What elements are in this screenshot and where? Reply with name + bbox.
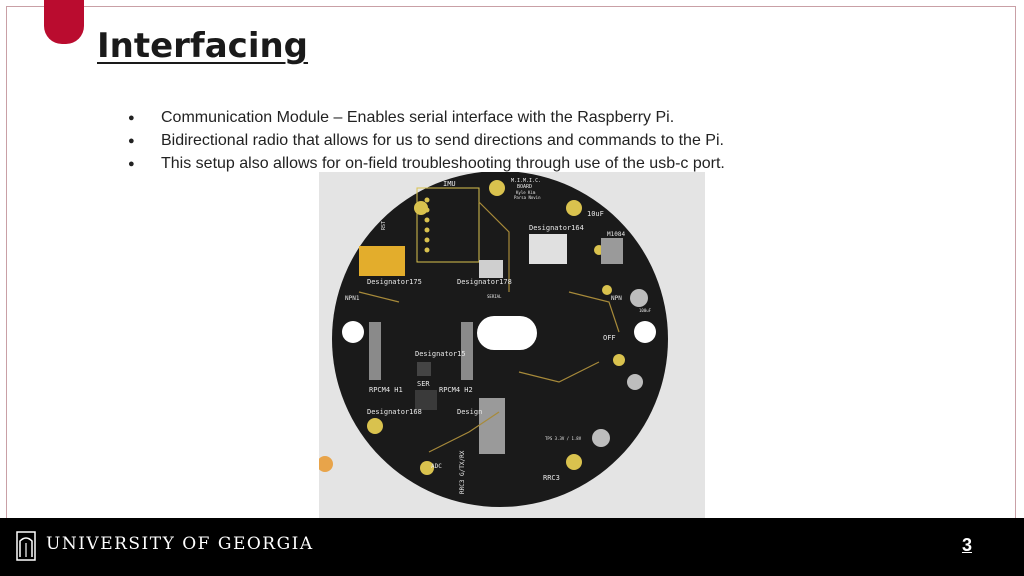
pcb-board-image: IMU M.I.M.I.C. BOARD Kyle Kim Parsa Novi… bbox=[319, 172, 705, 528]
chip bbox=[415, 390, 437, 410]
label-d164: Designator164 bbox=[529, 224, 584, 232]
label-rrc3: RRC3 bbox=[543, 474, 560, 482]
label-10uf: 10uF bbox=[587, 210, 604, 218]
bullet-item: Communication Module – Enables serial in… bbox=[128, 108, 725, 131]
traces bbox=[358, 201, 620, 453]
label-d178: Designator178 bbox=[457, 278, 512, 286]
university-name: UNIVERSITY OF GEORGIA bbox=[46, 534, 314, 554]
rpcm4-h2-header bbox=[461, 322, 473, 380]
label-imu: IMU bbox=[443, 180, 456, 188]
mount-hole bbox=[342, 321, 364, 343]
label-m1084: M1084 bbox=[607, 231, 625, 238]
sd-card-slot bbox=[529, 234, 567, 264]
label-off: OFF bbox=[603, 334, 616, 342]
terminal-block bbox=[479, 398, 505, 454]
uga-arch-icon bbox=[16, 531, 36, 561]
red-tab-decoration bbox=[44, 0, 84, 44]
label-rpcm4-h2: RPCM4 H2 bbox=[439, 386, 473, 394]
label-names-1: Kyle Kim bbox=[516, 190, 536, 195]
regulator bbox=[601, 238, 623, 264]
bullet-list: Communication Module – Enables serial in… bbox=[128, 108, 725, 177]
bullet-item: This setup also allows for on-field trou… bbox=[128, 154, 725, 177]
label-ser: SER bbox=[417, 380, 430, 388]
capacitor bbox=[630, 289, 648, 307]
label-reset: RST bbox=[381, 221, 387, 230]
label-tps: TPS 3.3V / 1.8V bbox=[545, 436, 582, 441]
mount-hole bbox=[634, 321, 656, 343]
pcb-board-svg: IMU M.I.M.I.C. BOARD Kyle Kim Parsa Novi… bbox=[319, 172, 668, 507]
usb-c-port bbox=[479, 260, 503, 278]
label-rrc3-gtx: RRC3 G/TX/RX bbox=[459, 450, 466, 494]
label-rpcm4-h1: RPCM4 H1 bbox=[369, 386, 403, 394]
capacitor bbox=[592, 429, 610, 447]
label-board: BOARD bbox=[517, 184, 532, 190]
imu-pins bbox=[424, 197, 430, 253]
orange-edge-blob bbox=[319, 456, 333, 472]
capacitor bbox=[627, 374, 643, 390]
chip bbox=[417, 362, 431, 376]
footer-bar: UNIVERSITY OF GEORGIA 3 bbox=[0, 518, 1024, 576]
label-d168: Designator168 bbox=[367, 408, 422, 416]
label-d175: Designator175 bbox=[367, 278, 422, 286]
label-100uf: 100uF bbox=[639, 308, 652, 313]
label-adc: ADC bbox=[431, 463, 442, 470]
label-npn: NPN bbox=[611, 295, 622, 302]
page-number: 3 bbox=[961, 535, 972, 555]
label-mimic: M.I.M.I.C. bbox=[511, 178, 541, 184]
gold-pads bbox=[367, 180, 625, 475]
label-serial: SERIAL bbox=[487, 294, 502, 299]
rpcm4-h1-header bbox=[369, 322, 381, 380]
slide-title: Interfacing bbox=[97, 26, 309, 66]
label-design-partial: Design bbox=[457, 408, 482, 416]
center-slot bbox=[477, 316, 537, 350]
battery-connector bbox=[359, 246, 405, 276]
label-npn1: NPN1 bbox=[345, 295, 360, 302]
imu-outline bbox=[416, 187, 480, 263]
bullet-item: Bidirectional radio that allows for us t… bbox=[128, 131, 725, 154]
label-names-2: Parsa Novin bbox=[514, 195, 541, 200]
label-d15: Designator15 bbox=[415, 350, 466, 358]
